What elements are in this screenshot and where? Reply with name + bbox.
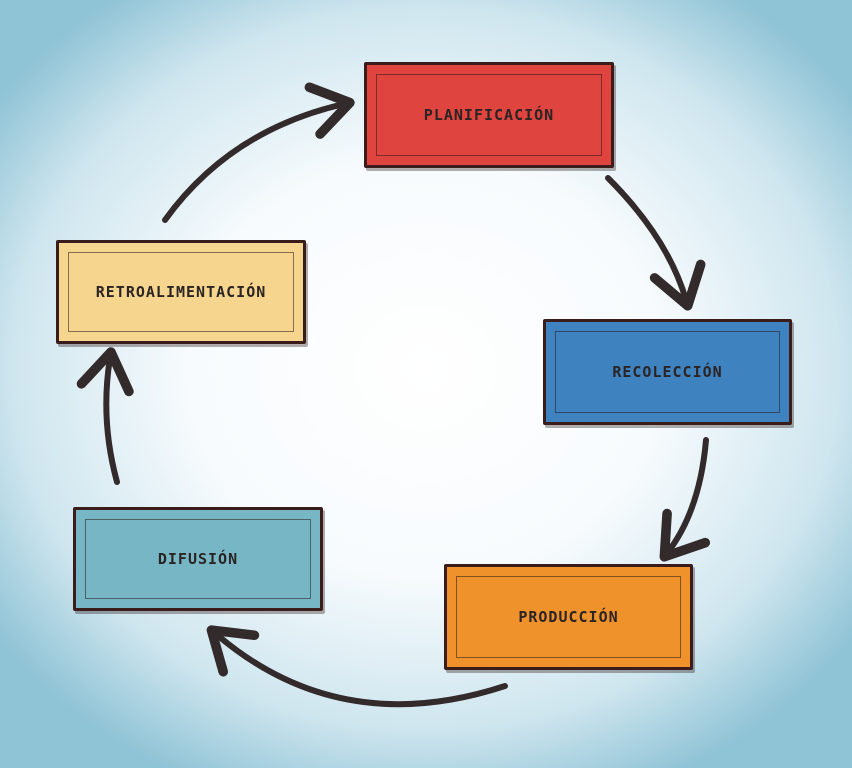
step-retroalimentacion-frame: RETROALIMENTACIÓN [68,252,294,332]
arrow-retro-to-planificacion [162,82,355,223]
step-difusion-label: DIFUSIÓN [157,550,239,568]
arrow-recoleccion-to-produccion [659,437,711,562]
arrow-produccion-to-difusion [206,625,508,708]
step-produccion-label: PRODUCCIÓN [518,608,619,626]
step-retroalimentacion-box: RETROALIMENTACIÓN [56,240,306,344]
step-recoleccion-label: RECOLECCIÓN [612,363,723,381]
step-retroalimentacion-label: RETROALIMENTACIÓN [95,283,267,301]
step-produccion-box: PRODUCCIÓN [444,564,693,670]
step-difusion-box: DIFUSIÓN [73,507,323,611]
step-recoleccion-box: RECOLECCIÓN [543,319,792,425]
step-difusion-frame: DIFUSIÓN [85,519,311,599]
step-planificacion-frame: PLANIFICACIÓN [376,74,602,156]
step-planificacion-label: PLANIFICACIÓN [423,106,555,124]
step-planificacion-box: PLANIFICACIÓN [364,62,614,168]
arrow-planificacion-to-recoleccion [605,175,706,311]
step-recoleccion-frame: RECOLECCIÓN [555,331,780,413]
step-produccion-frame: PRODUCCIÓN [456,576,681,658]
arrow-difusion-to-retro [76,347,134,485]
